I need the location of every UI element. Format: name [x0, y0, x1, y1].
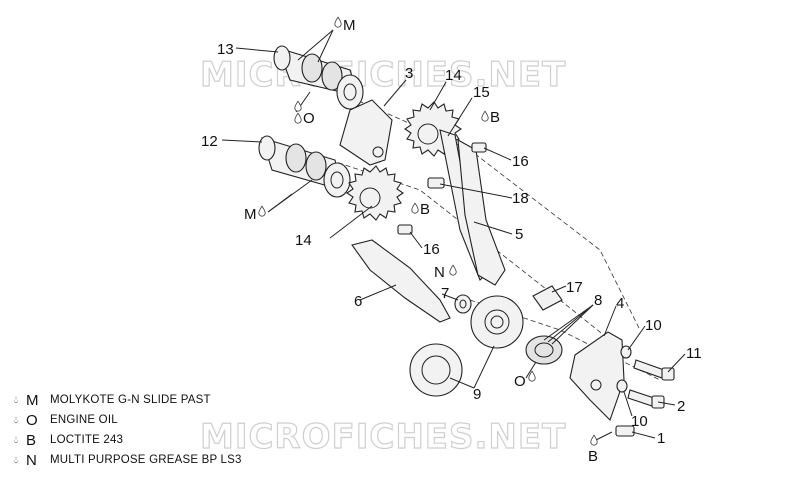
callout-11: 11: [686, 345, 702, 362]
drop-icon: 💧︎: [14, 414, 18, 426]
drop-icon: [294, 100, 302, 112]
legend-text: ENGINE OIL: [50, 414, 118, 426]
legend-row: 💧︎ B LOCTITE 243: [14, 430, 242, 450]
sprocket-lower: [346, 165, 404, 221]
legend-text: LOCTITE 243: [50, 434, 124, 446]
drop-icon: 💧︎: [14, 454, 18, 466]
marker-n: N: [434, 264, 445, 281]
callout-12: 12: [201, 133, 218, 150]
drop-icon: [411, 202, 419, 214]
screw-16-upper: [471, 142, 487, 153]
legend-row: 💧︎ M MOLYKOTE G-N SLIDE PAST: [14, 390, 242, 410]
callout-1: 1: [657, 430, 665, 447]
callout-6: 6: [354, 293, 362, 310]
callout-17: 17: [566, 279, 583, 296]
callout-10-upper: 10: [645, 317, 662, 334]
watermark-bottom: MICROFICHES.NET: [200, 417, 566, 457]
drop-icon: 💧︎: [14, 394, 18, 406]
callout-5: 5: [515, 226, 523, 243]
callout-16-lower: 16: [423, 241, 440, 258]
washer-7: [454, 294, 472, 314]
watermark-top: MICROFICHES.NET: [200, 55, 566, 95]
bolt-2: [627, 389, 665, 409]
marker-o-upper: O: [303, 110, 315, 127]
callout-10-lower: 10: [631, 413, 648, 430]
callout-7: 7: [441, 285, 449, 302]
callout-3: 3: [405, 65, 413, 82]
bracket-part-3: [339, 99, 393, 166]
marker-b-lower: B: [588, 448, 598, 465]
bolt-18: [427, 177, 445, 189]
callout-13: 13: [217, 41, 234, 58]
callout-8: 8: [594, 292, 602, 309]
drive-gear-small: [409, 343, 463, 397]
callout-9: 9: [473, 386, 481, 403]
legend-row: 💧︎ O ENGINE OIL: [14, 410, 242, 430]
drop-icon: [449, 264, 457, 276]
legend-text: MULTI PURPOSE GREASE BP LS3: [50, 454, 242, 466]
sleeve-17: [532, 285, 563, 311]
marker-o-lower: O: [514, 373, 526, 390]
lubricant-legend: 💧︎ M MOLYKOTE G-N SLIDE PAST 💧︎ O ENGINE…: [14, 390, 242, 470]
drop-icon: [294, 112, 302, 124]
legend-code: N: [26, 451, 37, 469]
drop-icon: [334, 16, 342, 28]
legend-code: B: [26, 431, 37, 449]
marker-b-middle: B: [420, 201, 430, 218]
callout-2: 2: [677, 398, 685, 415]
callout-15: 15: [473, 84, 490, 101]
leader-lines: [221, 29, 686, 441]
drop-icon: [258, 205, 266, 217]
screw-1: [615, 425, 635, 437]
legend-row: 💧︎ N MULTI PURPOSE GREASE BP LS3: [14, 450, 242, 470]
callout-14-lower: 14: [295, 232, 312, 249]
legend-text: MOLYKOTE G-N SLIDE PAST: [50, 394, 211, 406]
bolt-11: [633, 359, 675, 381]
drive-gear-large: [470, 295, 524, 349]
legend-code: O: [26, 411, 38, 429]
chain-guide-5: [457, 139, 506, 286]
drop-icon: [481, 110, 489, 122]
callout-16-upper: 16: [512, 153, 529, 170]
callout-numbers: 13 12 3 14 14 15 16 16 18 5 6 7 17 8 4 1…: [201, 17, 702, 465]
callout-4: 4: [616, 295, 624, 312]
screw-16-lower: [397, 224, 413, 235]
marker-m-lower: M: [244, 206, 257, 223]
callout-14-upper: 14: [445, 67, 462, 84]
drop-icon: [590, 434, 598, 446]
slider-part-6: [351, 239, 451, 323]
drop-icon: 💧︎: [14, 434, 18, 446]
callout-18: 18: [512, 190, 529, 207]
legend-code: M: [26, 391, 39, 409]
marker-b-upper: B: [490, 109, 500, 126]
camshaft-lower: [258, 135, 351, 198]
cover-plate-4: [569, 331, 625, 422]
washer-10-lower: [616, 379, 628, 393]
marker-m-upper: M: [343, 17, 356, 34]
